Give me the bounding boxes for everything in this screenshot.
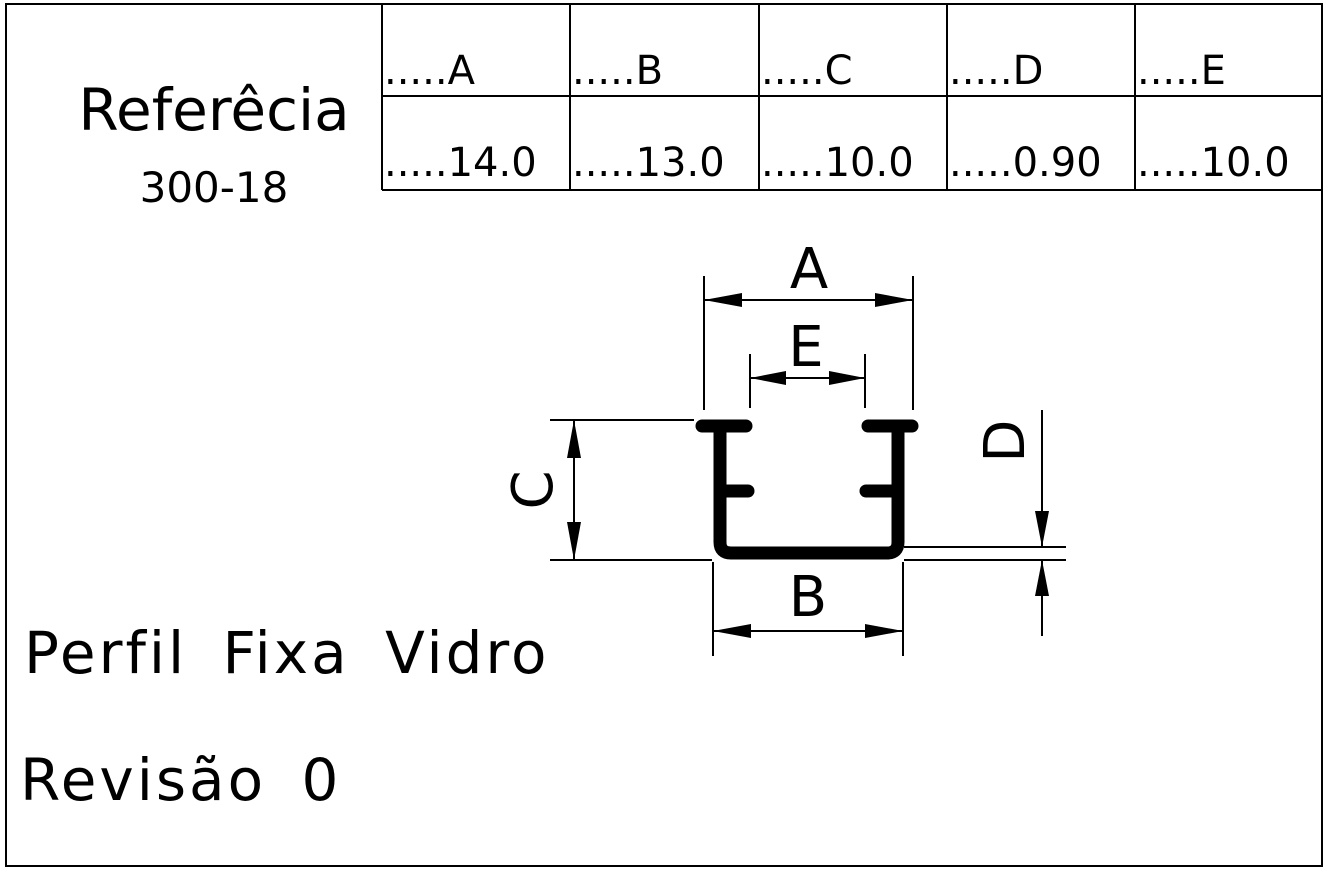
table-value-d: .....0.90 [949,140,1102,186]
dim-label-b: B [789,565,827,630]
reference-label: Referêcia [78,76,349,144]
dimension-table [381,4,1322,191]
table-value-e: .....10.0 [1137,140,1290,186]
table-value-c: .....10.0 [761,140,914,186]
table-value-b: .....13.0 [572,140,725,186]
dimension-arrows [567,293,1049,638]
dim-label-e: E [788,315,823,380]
table-header-c: .....C [761,48,853,94]
drawing-title: Perfil Fixa Vidro [24,619,549,687]
reference-code: 300-18 [140,163,289,212]
profile-shape [695,419,919,560]
dim-label-c: C [501,470,566,509]
table-header-e: .....E [1137,48,1226,94]
table-header-b: .....B [572,48,663,94]
dim-label-a: A [790,237,828,302]
dim-label-d: D [973,419,1038,462]
table-header-d: .....D [949,48,1043,94]
table-header-a: .....A [384,48,476,94]
table-value-a: .....14.0 [384,140,537,186]
revision-label: Revisão 0 [20,746,341,814]
sheet-border [5,3,1323,867]
